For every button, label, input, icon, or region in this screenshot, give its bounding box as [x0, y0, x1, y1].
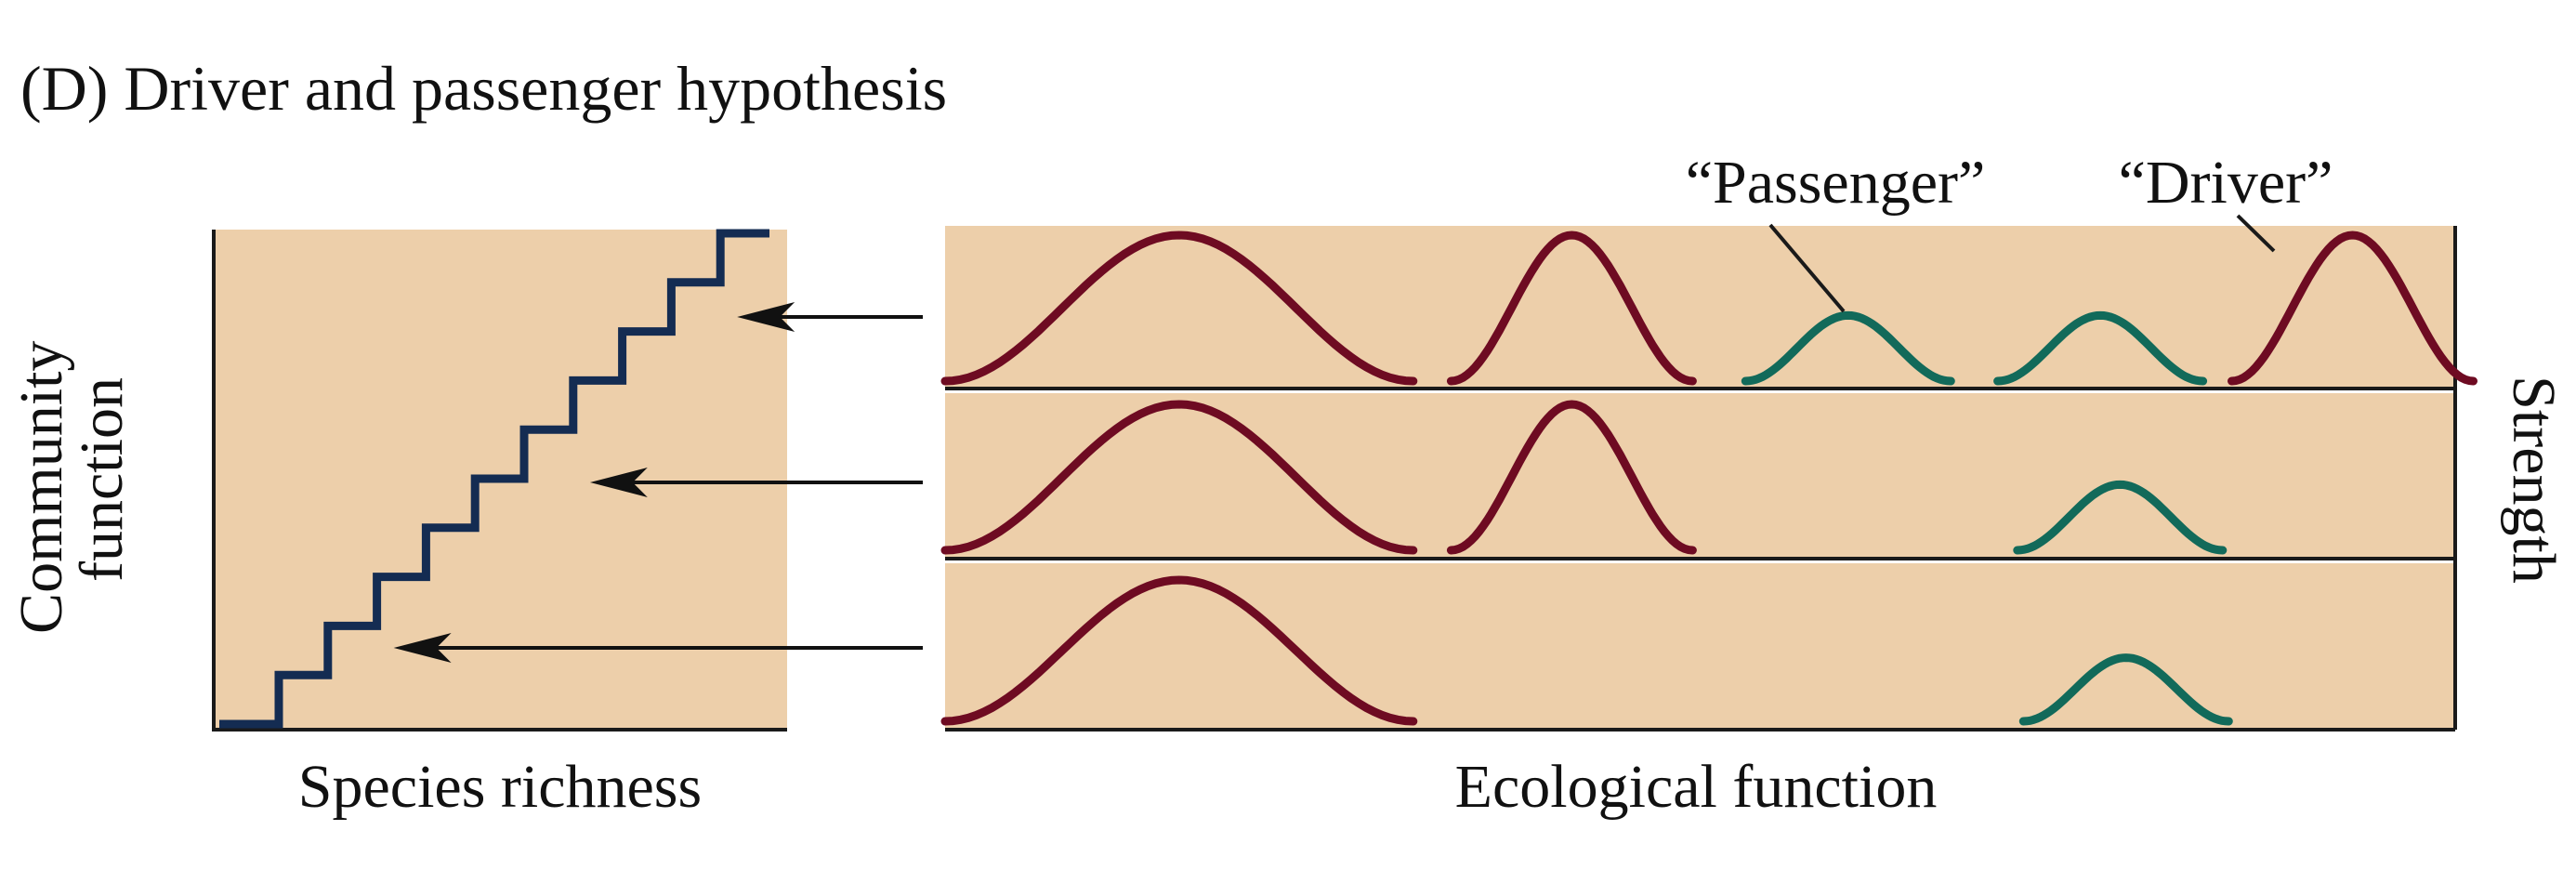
row-3-driver-curve-1	[940, 575, 1418, 726]
row-1-driver-curve-5	[2228, 231, 2477, 386]
function-strip-row-3	[945, 563, 2455, 730]
row-1-passenger-curve-3	[1741, 310, 1955, 386]
row-3-passenger-curve-2	[2018, 653, 2233, 726]
richness-panel	[212, 229, 787, 732]
driver-callout-label: “Driver”	[2119, 149, 2333, 217]
figure-title: (D) Driver and passenger hypothesis	[20, 53, 947, 124]
function-strip-row-1	[945, 226, 2455, 389]
ecological-function-axis-label: Ecological function	[1455, 753, 1938, 821]
row-1-driver-curve-2	[1446, 231, 1697, 386]
row-2-driver-curve-1	[940, 400, 1418, 555]
row-2-driver-curve-2	[1446, 400, 1697, 555]
staircase-line	[219, 229, 769, 729]
passenger-callout-label: “Passenger”	[1686, 149, 1986, 217]
community-function-label-line2: function	[68, 377, 136, 582]
passenger-callout-line	[1768, 223, 1846, 313]
row-to-richness-arrows	[393, 302, 923, 663]
richness-axis-label: Species richness	[298, 753, 702, 821]
row-3-arrow-head	[393, 633, 452, 663]
richness-panel-axes	[212, 230, 787, 732]
community-function-axis-label: Community function	[7, 325, 136, 634]
row-2-arrow-head	[589, 468, 648, 497]
function-strip-row-2	[945, 393, 2455, 559]
driver-callout-line	[2236, 214, 2276, 253]
strength-axis-label: Strength	[2500, 376, 2568, 584]
ecological-function-panel	[940, 226, 2477, 732]
function-curves	[940, 231, 2477, 726]
row-2-passenger-curve-3	[2013, 480, 2228, 555]
community-function-label-line1: Community	[7, 341, 75, 634]
row-1-arrow-head	[737, 302, 795, 332]
row-1-passenger-curve-4	[1993, 310, 2208, 386]
row-1-driver-curve-1	[940, 231, 1418, 386]
